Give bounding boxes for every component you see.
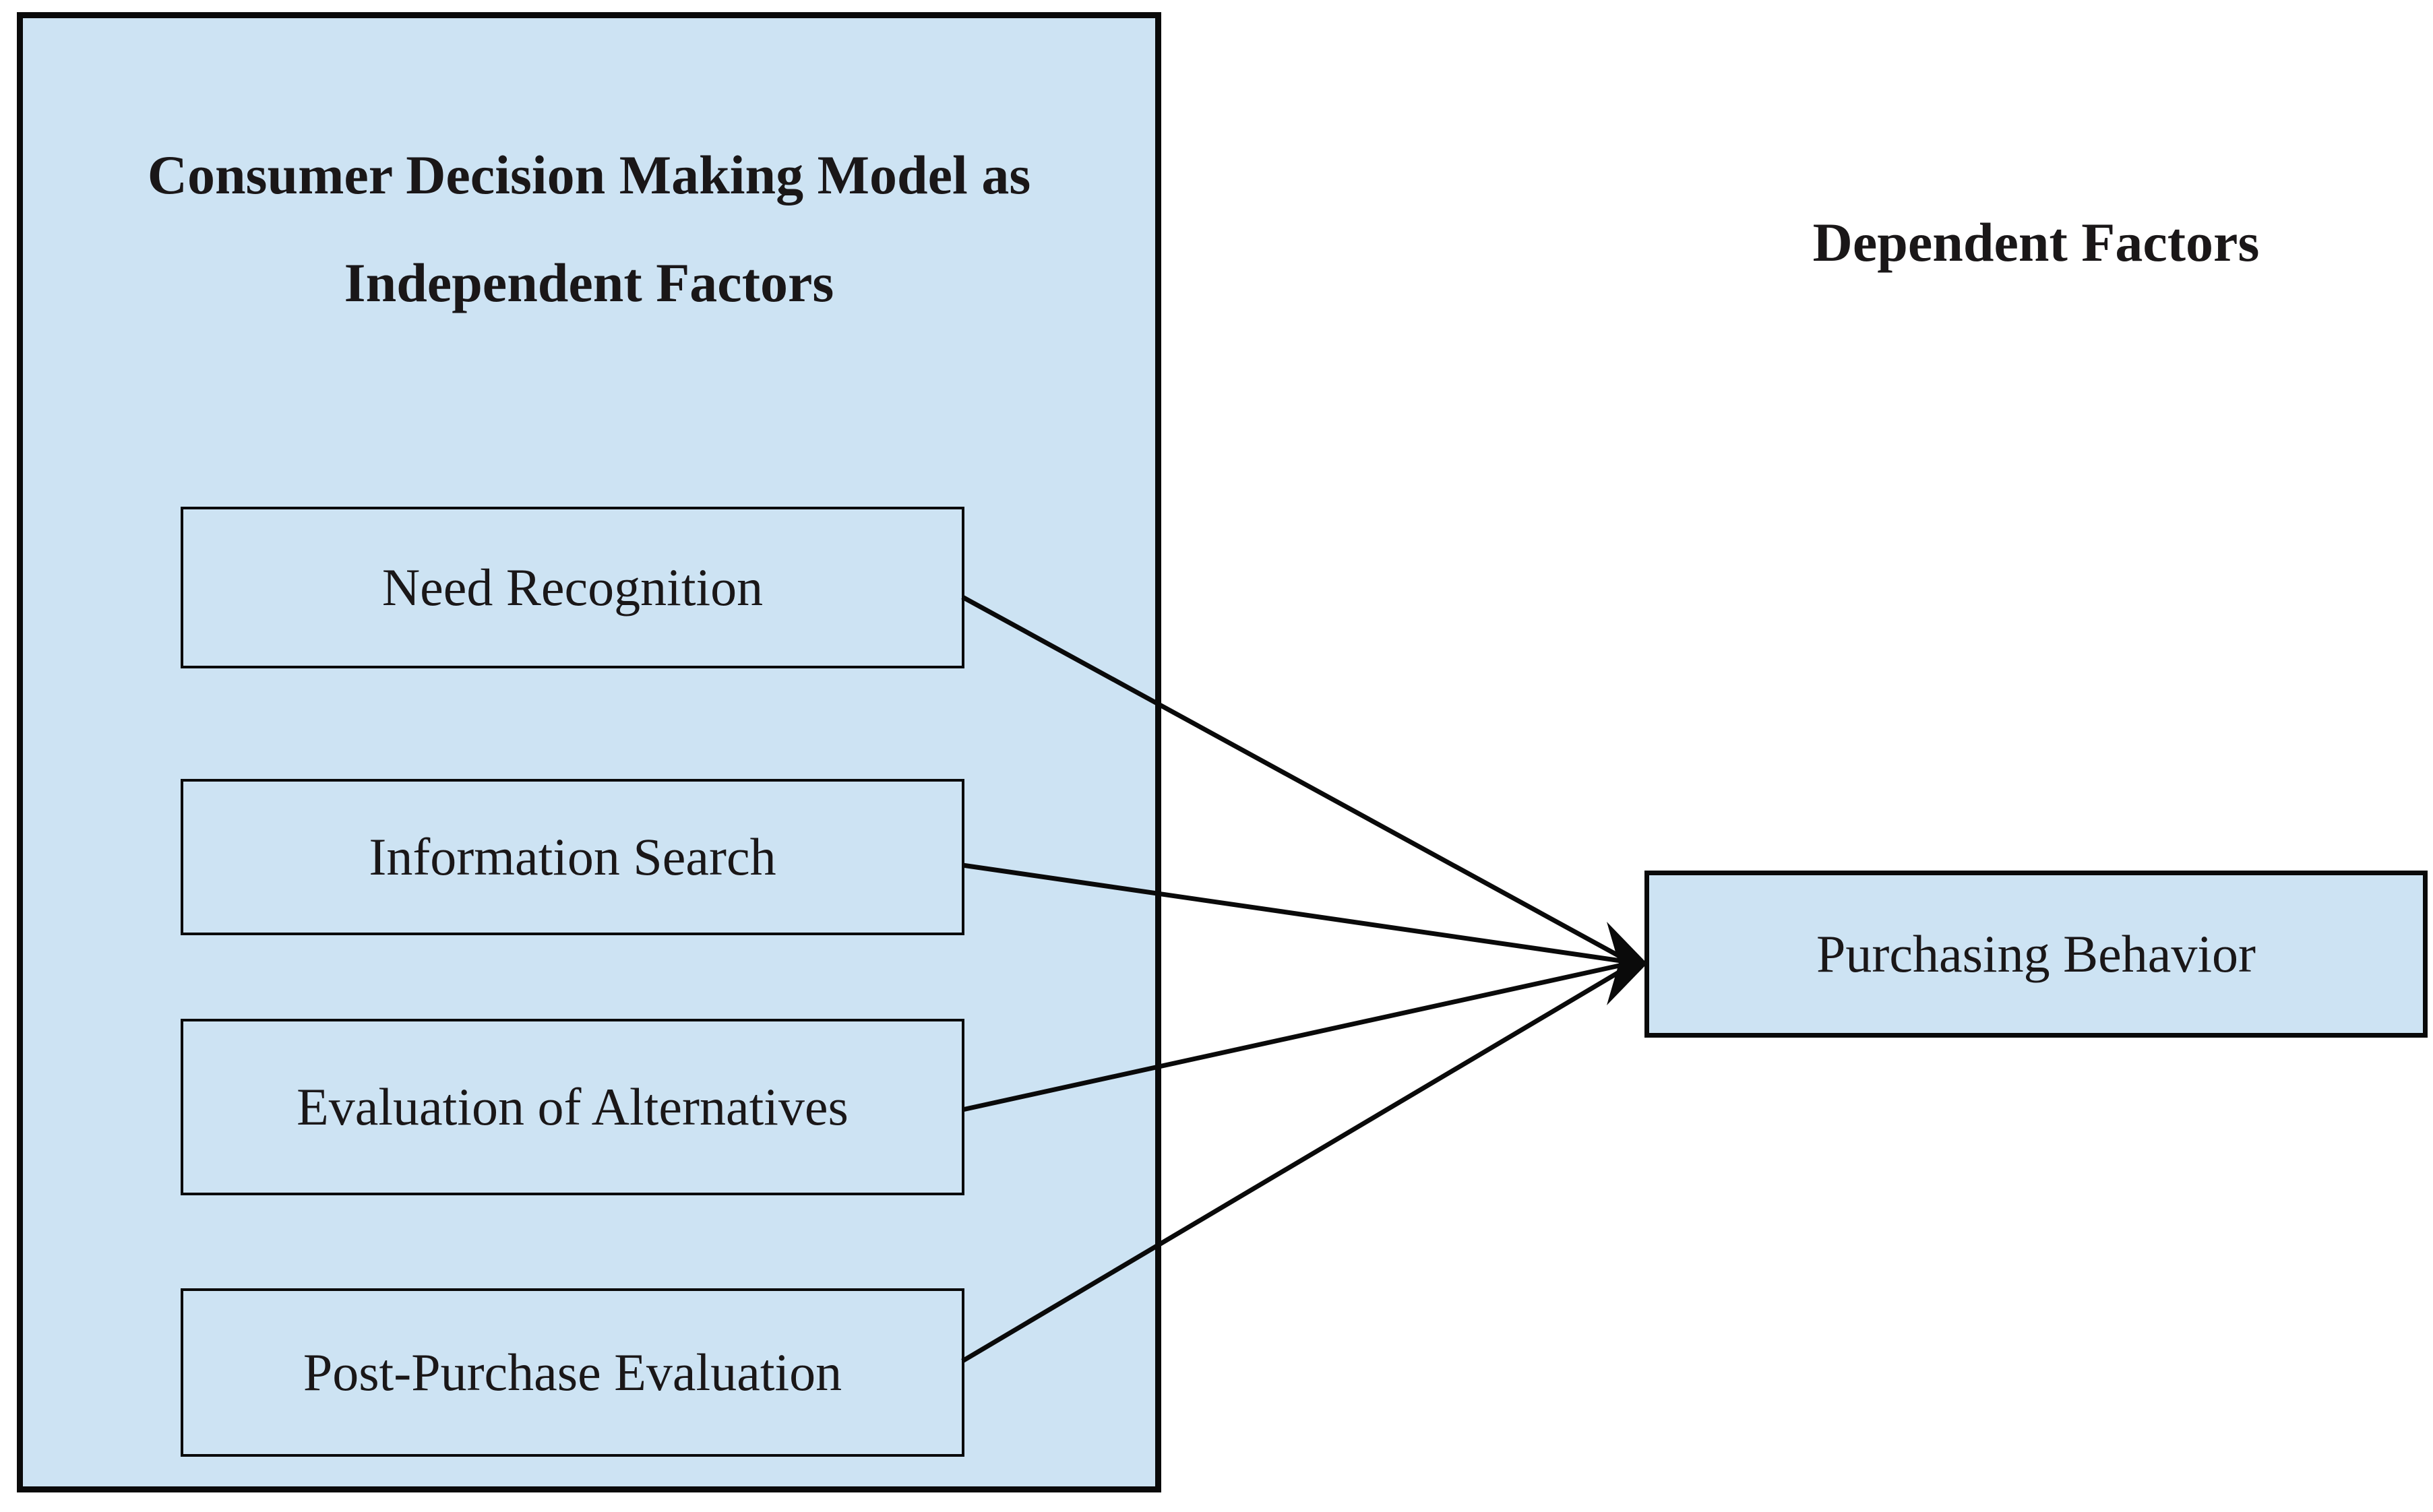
- node-evaluation-of-alternatives-label: Evaluation of Alternatives: [297, 1077, 849, 1136]
- node-need-recognition: Need Recognition: [181, 507, 964, 668]
- independent-panel-title: Consumer Decision Making Model as Indepe…: [17, 121, 1161, 337]
- node-evaluation-of-alternatives: Evaluation of Alternatives: [181, 1019, 964, 1195]
- node-post-purchase-evaluation: Post-Purchase Evaluation: [181, 1288, 964, 1457]
- panel-title-line1: Consumer Decision Making Model as: [147, 144, 1031, 206]
- node-purchasing-behavior: Purchasing Behavior: [1644, 871, 2428, 1038]
- arrowhead-icon: [1607, 922, 1647, 1005]
- node-information-search: Information Search: [181, 779, 964, 935]
- dependent-factors-title: Dependent Factors: [1812, 212, 2260, 273]
- node-post-purchase-evaluation-label: Post-Purchase Evaluation: [303, 1343, 842, 1401]
- node-need-recognition-label: Need Recognition: [381, 558, 764, 617]
- node-purchasing-behavior-label: Purchasing Behavior: [1816, 924, 2256, 983]
- panel-title-line2: Independent Factors: [344, 252, 834, 313]
- node-information-search-label: Information Search: [369, 827, 776, 886]
